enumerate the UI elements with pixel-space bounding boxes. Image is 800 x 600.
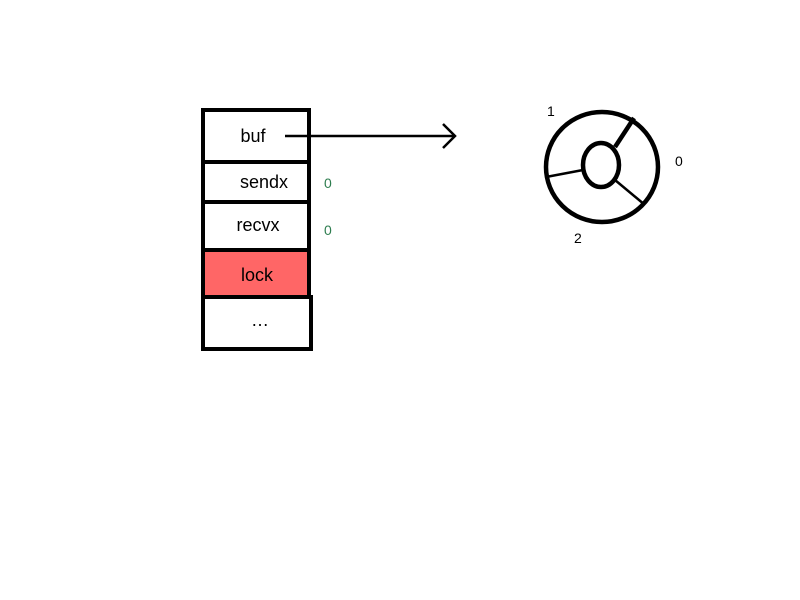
field-lock-box bbox=[201, 248, 311, 299]
ring-outer bbox=[543, 109, 661, 225]
field-recvx-box bbox=[201, 200, 311, 252]
ring-slot-label-1: 1 bbox=[547, 103, 555, 119]
field-recvx-label: recvx bbox=[236, 215, 279, 235]
field-lock-label: lock bbox=[241, 265, 274, 285]
field-buf-label: buf bbox=[240, 126, 266, 146]
ring-inner bbox=[580, 140, 622, 190]
field-lock: lock bbox=[201, 248, 311, 299]
ring-divider-left bbox=[545, 168, 584, 179]
field-recvx: recvx bbox=[201, 200, 311, 252]
ring-divider-right bbox=[614, 179, 646, 206]
field-more: … bbox=[201, 295, 313, 351]
field-more-label: … bbox=[251, 310, 269, 330]
field-more-box bbox=[201, 295, 313, 351]
field-sendx-label: sendx bbox=[240, 172, 288, 192]
buf-pointer-arrow bbox=[285, 123, 457, 149]
recvx-value: 0 bbox=[324, 222, 332, 238]
field-sendx: sendx bbox=[201, 160, 311, 204]
ring-divider-top bbox=[613, 116, 636, 149]
ring-slot-label-0: 0 bbox=[675, 153, 683, 169]
ring-slot-label-2: 2 bbox=[574, 230, 582, 246]
hchan-struct: buf sendx recvx lock … bbox=[201, 108, 313, 351]
ring-buffer bbox=[543, 109, 661, 225]
sendx-value: 0 bbox=[324, 175, 332, 191]
arrow-head bbox=[442, 123, 457, 149]
